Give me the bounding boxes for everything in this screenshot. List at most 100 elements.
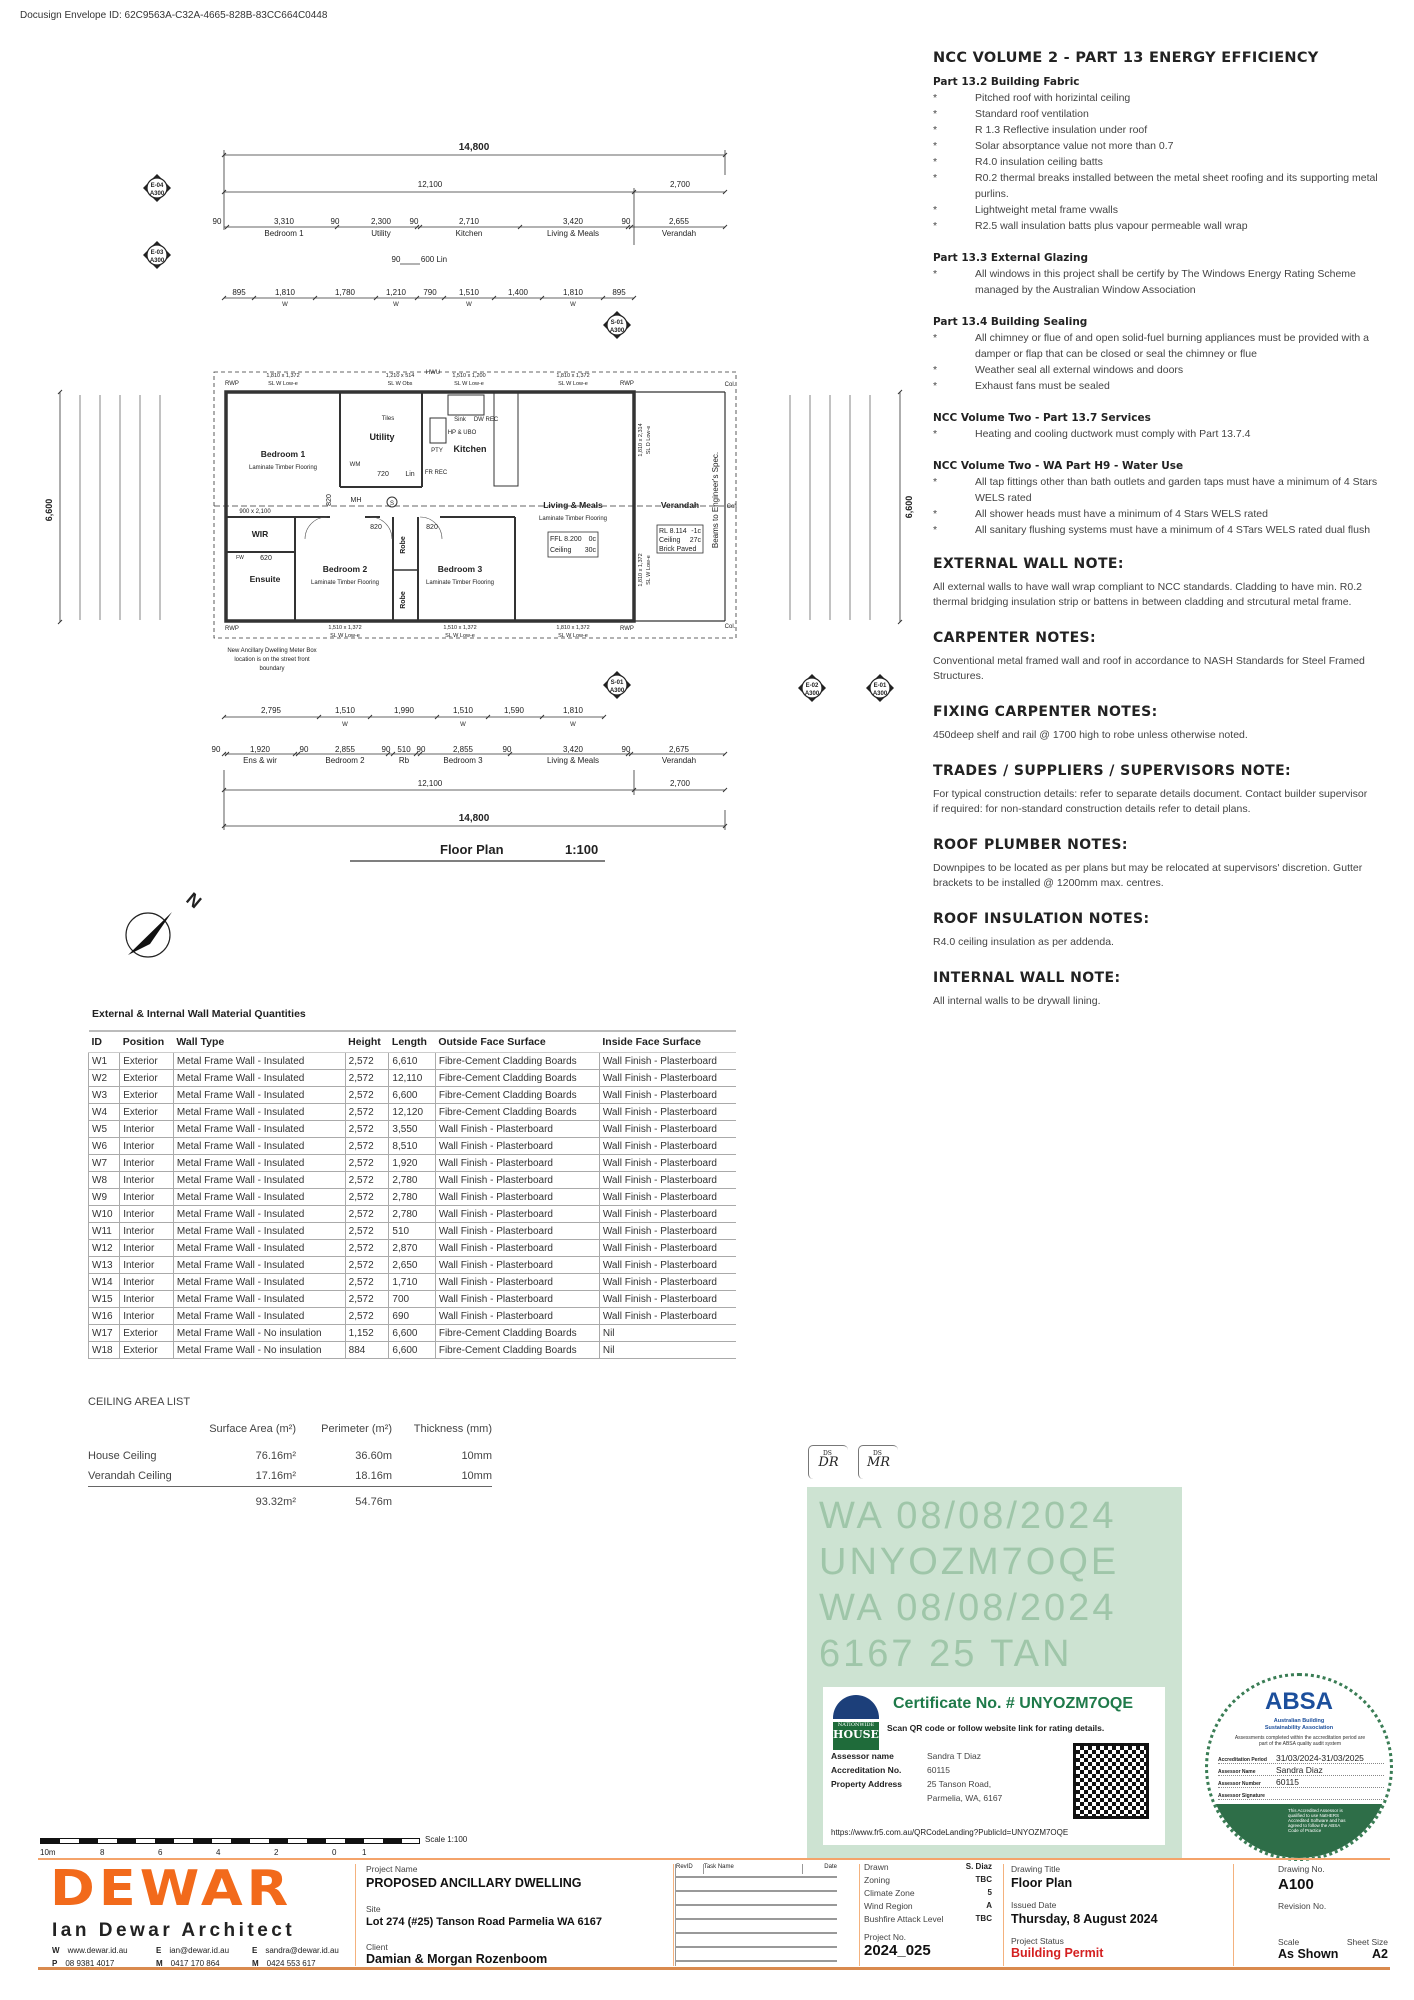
- ceiling-area-list: CEILING AREA LIST Surface Area (m²)Perim…: [88, 1396, 498, 1512]
- note-item: *All shower heads must have a minimum of…: [933, 506, 1398, 522]
- field-label: Accreditation No.: [831, 1765, 902, 1775]
- note-group: NCC Volume Two - WA Part H9 - Water Use*…: [933, 460, 1398, 538]
- dimension: 90: [392, 255, 401, 264]
- note-item: *R4.0 insulation ceiling batts: [933, 154, 1398, 170]
- ceiling-cell: Perimeter (m²): [321, 1422, 392, 1435]
- column-header: Position: [119, 1030, 174, 1053]
- contact-type: W: [52, 1946, 60, 1955]
- north-label: N: [182, 889, 205, 913]
- room-dimension: 1,920: [250, 745, 271, 754]
- contact-value[interactable]: ian@dewar.id.au: [169, 1946, 230, 1955]
- absa-subtitle: Australian Building Sustainability Assoc…: [1264, 1718, 1334, 1731]
- issued-date: Thursday, 8 August 2024: [1011, 1912, 1158, 1926]
- table-cell: W7: [87, 1154, 120, 1172]
- contact-value[interactable]: www.dewar.id.au: [67, 1946, 128, 1955]
- dimension-tick: [221, 714, 227, 720]
- client-name: Damian & Morgan Rozenboom: [366, 1952, 548, 1966]
- table-cell: W12: [87, 1239, 120, 1257]
- table-cell: Exterior: [119, 1086, 174, 1104]
- room-dimension-label: Verandah: [662, 756, 696, 765]
- table-cell: Metal Frame Wall - No insulation: [172, 1341, 346, 1359]
- qr-code[interactable]: [1073, 1743, 1149, 1819]
- marker-id: E-01: [874, 683, 887, 689]
- watermark: WA 08/08/2024: [819, 1587, 1117, 1629]
- table-cell: 2,572: [344, 1307, 389, 1325]
- table-cell: Exterior: [119, 1324, 174, 1342]
- table-cell: Nil: [598, 1324, 736, 1342]
- dimension-tick: [221, 189, 227, 195]
- marker-id: S-01: [611, 320, 624, 326]
- floor-finish: Laminate Timber Flooring: [426, 580, 494, 586]
- table-cell: Wall Finish - Plasterboard: [434, 1154, 600, 1172]
- table-cell: Exterior: [119, 1069, 174, 1087]
- bullet: *: [933, 428, 938, 440]
- table-cell: 2,780: [388, 1188, 436, 1206]
- table-cell: 2,780: [388, 1205, 436, 1223]
- info-value: 5: [987, 1888, 992, 1897]
- certificate-instruction: Scan QR code or follow website link for …: [887, 1723, 1105, 1733]
- certificate-field: Parmelia, WA, 6167: [831, 1791, 1002, 1805]
- energy-rating-certificate: WA 08/08/2024 UNYOZM7OQE WA 08/08/2024 6…: [807, 1487, 1182, 1859]
- table-cell: 6,600: [388, 1086, 436, 1104]
- rainwater-pipe-label: RWP: [225, 626, 239, 632]
- dimension-tick: [625, 224, 631, 230]
- table-cell: Fibre-Cement Cladding Boards: [434, 1086, 600, 1104]
- table-cell: 2,572: [344, 1239, 389, 1257]
- table-cell: 2,572: [344, 1256, 389, 1274]
- table-cell: Wall Finish - Plasterboard: [434, 1290, 600, 1308]
- table-cell: Metal Frame Wall - Insulated: [172, 1307, 346, 1325]
- room-dimension: 90: [300, 745, 309, 754]
- column-header: Outside Face Surface: [435, 1030, 600, 1053]
- door-size: 900 x 2,100: [239, 509, 271, 515]
- note-section-heading: TRADES / SUPPLIERS / SUPERVISORS NOTE:: [933, 763, 1292, 779]
- note-text: All sanitary flushing systems must have …: [975, 524, 1371, 536]
- note-item: *Solar absorptance value not more than 0…: [933, 138, 1398, 154]
- table-cell: Wall Finish - Plasterboard: [598, 1154, 736, 1172]
- bullet: *: [933, 140, 938, 152]
- note-item: *All chimney or flue of and open solid-f…: [933, 330, 1398, 362]
- note-section-text: R4.0 ceiling insulation as per addenda.: [933, 936, 1114, 948]
- watermark: WA 08/08/2024: [819, 1495, 1117, 1537]
- table-cell: Nil: [598, 1341, 736, 1359]
- table-cell: 6,600: [388, 1324, 436, 1342]
- dimension-tick: [414, 295, 420, 301]
- dishwasher-label: DW REC: [474, 417, 499, 423]
- table-cell: Wall Finish - Plasterboard: [598, 1171, 736, 1189]
- table-cell: W3: [87, 1086, 120, 1104]
- dimension-tick: [600, 295, 606, 301]
- table-cell: Wall Finish - Plasterboard: [598, 1290, 736, 1308]
- table-cell: Wall Finish - Plasterboard: [598, 1137, 736, 1155]
- certificate-url[interactable]: https://www.fr5.com.au/QRCodeLanding?Pub…: [831, 1828, 1069, 1837]
- note-section-text: All internal walls to be drywall lining.: [933, 995, 1101, 1007]
- marker-sheet: A300: [805, 691, 820, 697]
- window-type: SL W Obs: [388, 381, 413, 387]
- table-cell: Wall Finish - Plasterboard: [598, 1188, 736, 1206]
- rainwater-pipe-label: RWP: [620, 381, 634, 387]
- section-marker-circle: [146, 244, 168, 266]
- window-dimension: 1,510: [335, 706, 356, 715]
- contact-value[interactable]: sandra@dewar.id.au: [265, 1946, 339, 1955]
- hotplate-label: HP & UBO: [448, 430, 477, 436]
- bullet: *: [933, 204, 938, 216]
- linen-label: Lin: [405, 471, 414, 478]
- project-label: Project Name: [366, 1864, 418, 1874]
- room-dimension: 90: [410, 217, 419, 226]
- firm-name: Ian Dewar Architect: [52, 1920, 296, 1941]
- table-cell: 2,572: [344, 1222, 389, 1240]
- absa-field: Assessor Signature: [1218, 1788, 1384, 1800]
- dewar-logo: DEWAR: [50, 1860, 293, 1917]
- smoke-detector-icon: [386, 496, 398, 508]
- kitchen-bench: [493, 391, 519, 487]
- window-mark: W: [570, 722, 576, 728]
